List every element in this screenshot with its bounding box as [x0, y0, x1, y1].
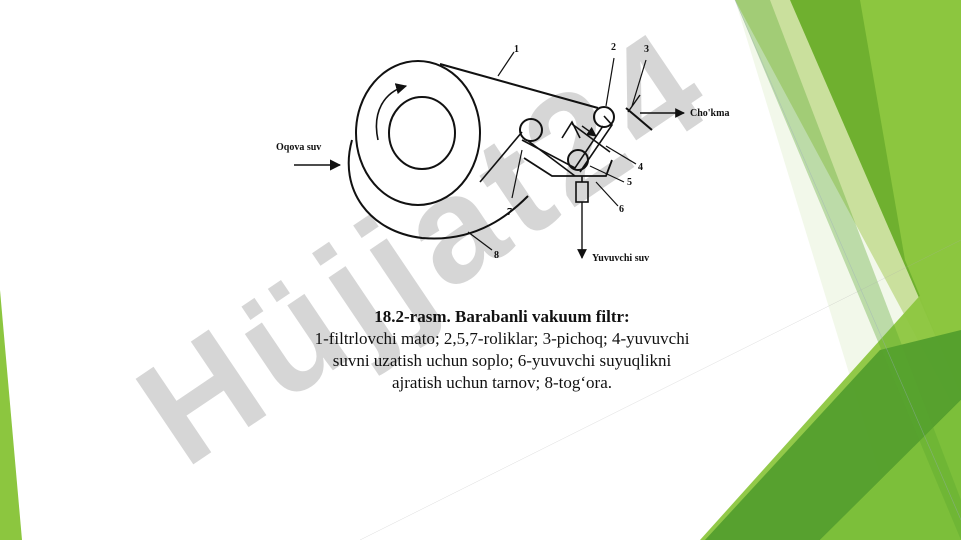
right-green-decor [359, 0, 961, 540]
label-4: 4 [638, 162, 643, 173]
caption-title: 18.2-rasm. Barabanli vakuum filtr: [374, 307, 630, 326]
vacuum-filter-diagram [294, 51, 685, 259]
label-7: 7 [507, 207, 512, 218]
caption-line-2: suvni uzatish uchun soplo; 6-yuvuvchi su… [332, 351, 672, 370]
label-2: 2 [611, 42, 616, 53]
roller-5 [567, 149, 589, 171]
watermark-text: Hüjjat24 [109, 0, 740, 497]
wash-collector [523, 157, 613, 177]
roller-7 [519, 118, 543, 142]
trough [347, 139, 529, 240]
label-6: 6 [619, 204, 624, 215]
wash-water-label: Yuvuvchi suv [592, 253, 649, 264]
rotation-arrow [375, 83, 408, 141]
left-green-shape [0, 290, 22, 540]
diagram-labels: 1 2 3 4 5 6 7 8 Oqova suv Cho'kma Yuvuvc… [276, 42, 729, 264]
caption-line-1: 1-filtrlovchi mato; 2,5,7-roliklar; 3-pi… [314, 329, 690, 348]
caption-line-3: ajratish uchun tarnov; 8-tog‘ora. [392, 373, 612, 392]
inlet-label: Oqova suv [276, 142, 321, 153]
roller-2 [593, 106, 615, 128]
cake-label: Cho'kma [690, 108, 729, 119]
filter-cloth [439, 63, 599, 109]
label-5: 5 [627, 177, 632, 188]
drum-inner [388, 96, 456, 170]
label-3: 3 [644, 44, 649, 55]
watermark: Hüjjat24 [109, 0, 740, 497]
knife [625, 107, 653, 131]
figure-caption: 18.2-rasm. Barabanli vakuum filtr: 1-fil… [262, 306, 742, 394]
drum-outer [355, 60, 481, 206]
label-1: 1 [514, 44, 519, 55]
label-8: 8 [494, 250, 499, 261]
